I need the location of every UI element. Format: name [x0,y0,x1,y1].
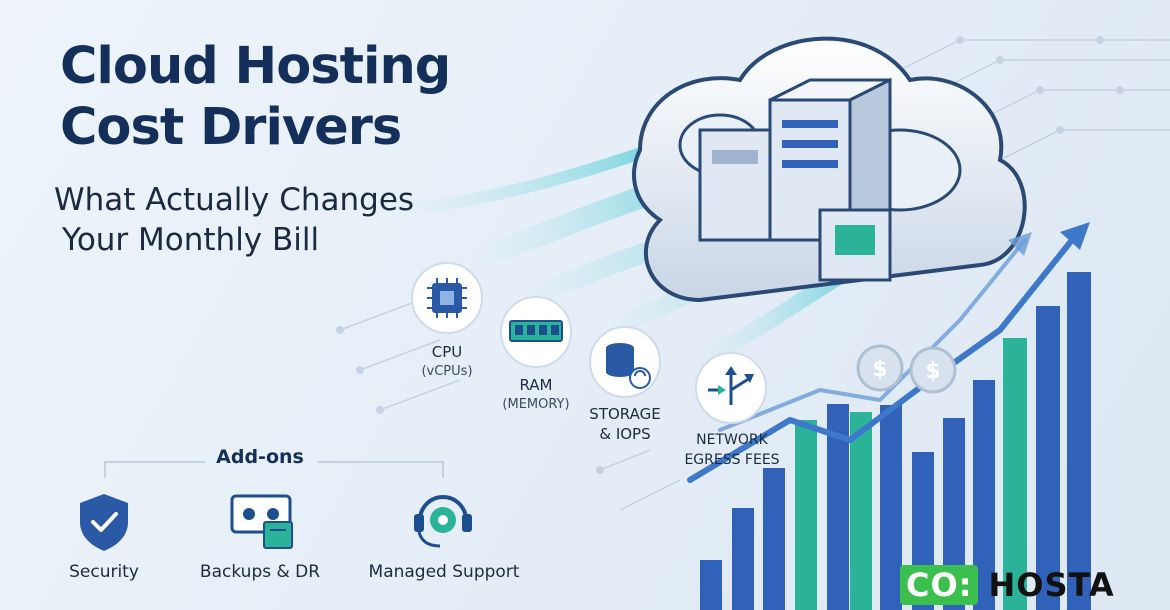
addon-support-label: Managed Support [368,562,520,582]
addons-bracket [104,461,444,478]
addons-title: Add-ons [216,446,304,468]
title-line-1: Cloud Hosting [60,37,451,96]
network-arrows-icon [695,352,767,424]
brand-separator: : [958,566,973,604]
addon-security-label: Security [69,562,139,582]
headset-gear-icon [414,495,472,548]
brand-logo-co: CO: [900,565,979,605]
shield-check-icon [80,494,128,551]
driver-cpu-name: CPU [431,343,463,361]
driver-storage-name: STORAGE [589,405,661,423]
driver-storage-label: STORAGE & IOPS [575,404,675,444]
page-title: Cloud Hosting Cost Drivers [60,36,451,158]
driver-storage-sublabel: & IOPS [599,425,651,443]
trend-arrows [687,222,1090,483]
driver-ram-sublabel: (MEMORY) [502,397,570,412]
circuit-nodes [336,36,1124,474]
title-line-2: Cost Drivers [60,98,402,157]
brand-part-2: HOSTA [988,566,1115,604]
subtitle-line-1: What Actually Changes [54,182,415,218]
server-blocks [698,77,892,282]
database-sync-icon [589,326,661,398]
driver-network-label: NETWORK EGRESS FEES [670,430,794,470]
driver-network-name: NETWORK [696,432,768,448]
driver-ram-name: RAM [519,376,553,394]
backup-tape-icon [230,494,293,549]
svg-text:$: $ [872,357,887,382]
brand-logo: CO: HOSTA [900,565,1115,605]
driver-network-sublabel: EGRESS FEES [684,452,780,468]
brand-part-1: CO [906,566,959,604]
dollar-coin-icon: $ $ [856,344,957,394]
cpu-chip-icon [411,262,483,334]
bar-chart-bars [700,272,1091,610]
ram-module-icon [500,296,572,368]
driver-cpu-sublabel: (vCPUs) [421,364,473,379]
driver-cpu-label: CPU (vCPUs) [397,342,497,382]
subtitle-line-2: Your Monthly Bill [62,222,320,258]
page-subtitle: What Actually Changes Your Monthly Bill [54,180,414,260]
driver-ram-label: RAM (MEMORY) [484,375,588,415]
svg-text:$: $ [925,359,940,384]
addon-backups-label: Backups & DR [199,562,321,582]
